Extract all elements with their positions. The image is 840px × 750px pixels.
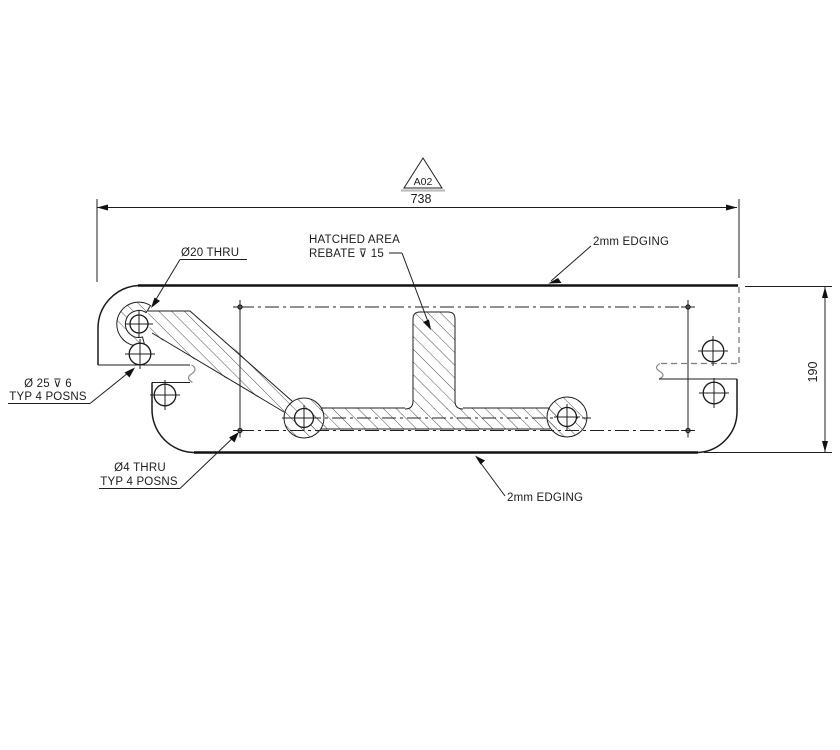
callout-hatched-area: HATCHED AREA REBATE ⊽ 15 xyxy=(309,234,431,330)
revision-label: A02 xyxy=(414,176,433,188)
hole-left-cbore-1 xyxy=(125,339,155,369)
hole-left-cbore-2 xyxy=(150,380,180,410)
t-stem-outline xyxy=(404,311,464,410)
callout-edging-bottom: 2mm EDGING xyxy=(475,455,583,504)
hole4-label-2: TYP 4 POSNS xyxy=(100,476,178,488)
edging-bottom-label: 2mm EDGING xyxy=(507,492,583,504)
diagonal-band-top-edge xyxy=(148,310,293,402)
holes xyxy=(125,310,729,431)
hole-right-cbore-2 xyxy=(699,378,729,408)
revision-triangle: A02 xyxy=(401,157,445,192)
edging-top-label: 2mm EDGING xyxy=(593,236,669,248)
callout-hole20: Ø20 THRU xyxy=(151,247,247,308)
left-break-line xyxy=(187,364,196,384)
hole20-label: Ø20 THRU xyxy=(181,247,239,259)
hole-left-boss xyxy=(291,405,317,431)
dimension-738: 738 xyxy=(96,192,740,282)
corner-hole-marks xyxy=(233,300,695,438)
dimension-190: 190 xyxy=(704,286,832,453)
right-break-line xyxy=(655,362,664,380)
dim-190-text: 190 xyxy=(806,362,820,383)
bottom-left-corner xyxy=(151,382,195,454)
callout-edging-top: 2mm EDGING xyxy=(548,236,669,284)
callout-hole4: Ø4 THRU TYP 4 POSNS xyxy=(99,432,239,489)
hole-top-left-20 xyxy=(125,310,153,338)
callout-cbore: Ø 25 ⊽ 6 TYP 4 POSNS xyxy=(8,367,135,404)
diagonal-band-bottom-edge xyxy=(151,332,285,413)
part-outline xyxy=(97,284,740,454)
hole4-label-1: Ø4 THRU xyxy=(114,462,166,474)
hole-right-boss xyxy=(554,404,580,430)
hole-right-cbore-1 xyxy=(698,336,728,366)
rebate-boundary xyxy=(233,300,695,438)
right-boss-outline xyxy=(546,396,588,438)
cbore-label-2: TYP 4 POSNS xyxy=(9,391,87,403)
bottom-right-corner xyxy=(697,379,738,454)
hatched-rebate-areas xyxy=(116,301,588,439)
dim-738-text: 738 xyxy=(411,192,432,206)
cbore-label-1: Ø 25 ⊽ 6 xyxy=(24,378,72,390)
hatched-label-1: HATCHED AREA xyxy=(309,234,400,246)
callouts: Ø20 THRU HATCHED AREA REBATE ⊽ 15 2mm ED… xyxy=(8,234,669,504)
hatched-label-2: REBATE ⊽ 15 xyxy=(309,248,384,260)
top-left-corner xyxy=(97,284,139,365)
